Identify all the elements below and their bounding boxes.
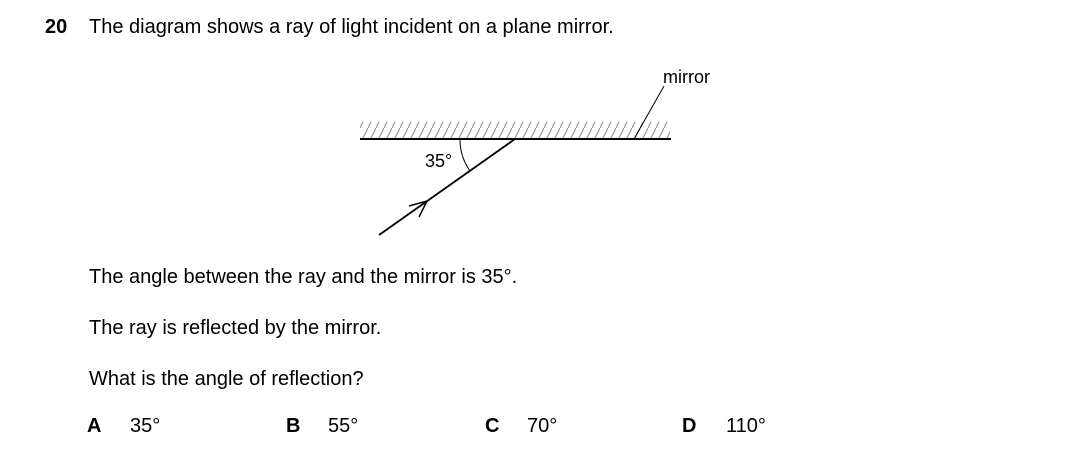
- option-a[interactable]: A 35°: [87, 415, 160, 438]
- angle-arc: [459, 138, 471, 172]
- mirror-hatching: [360, 122, 670, 138]
- option-value: 70°: [527, 415, 558, 437]
- question-number: 20: [45, 16, 68, 38]
- ray-arrow-icon: [408, 199, 429, 218]
- incident-ray: [378, 138, 516, 236]
- option-d[interactable]: D 110°: [682, 415, 766, 438]
- question-prompt: What is the angle of reflection?: [89, 368, 364, 390]
- question-stem: The diagram shows a ray of light inciden…: [89, 16, 614, 38]
- option-b[interactable]: B 55°: [286, 415, 358, 438]
- option-c[interactable]: C 70°: [485, 415, 557, 438]
- reflection-statement: The ray is reflected by the mirror.: [89, 317, 382, 339]
- option-letter: B: [286, 415, 301, 437]
- option-value: 35°: [130, 415, 161, 437]
- option-value: 110°: [726, 415, 766, 437]
- ray-diagram: mirror 35°: [360, 67, 710, 236]
- option-letter: C: [485, 415, 500, 437]
- mirror-label: mirror: [663, 67, 710, 87]
- option-letter: A: [87, 415, 102, 437]
- mirror-label-leader: [633, 85, 665, 140]
- option-value: 55°: [328, 415, 359, 437]
- option-letter: D: [682, 415, 697, 437]
- angle-label: 35°: [425, 151, 452, 171]
- given-angle-text: The angle between the ray and the mirror…: [89, 266, 518, 288]
